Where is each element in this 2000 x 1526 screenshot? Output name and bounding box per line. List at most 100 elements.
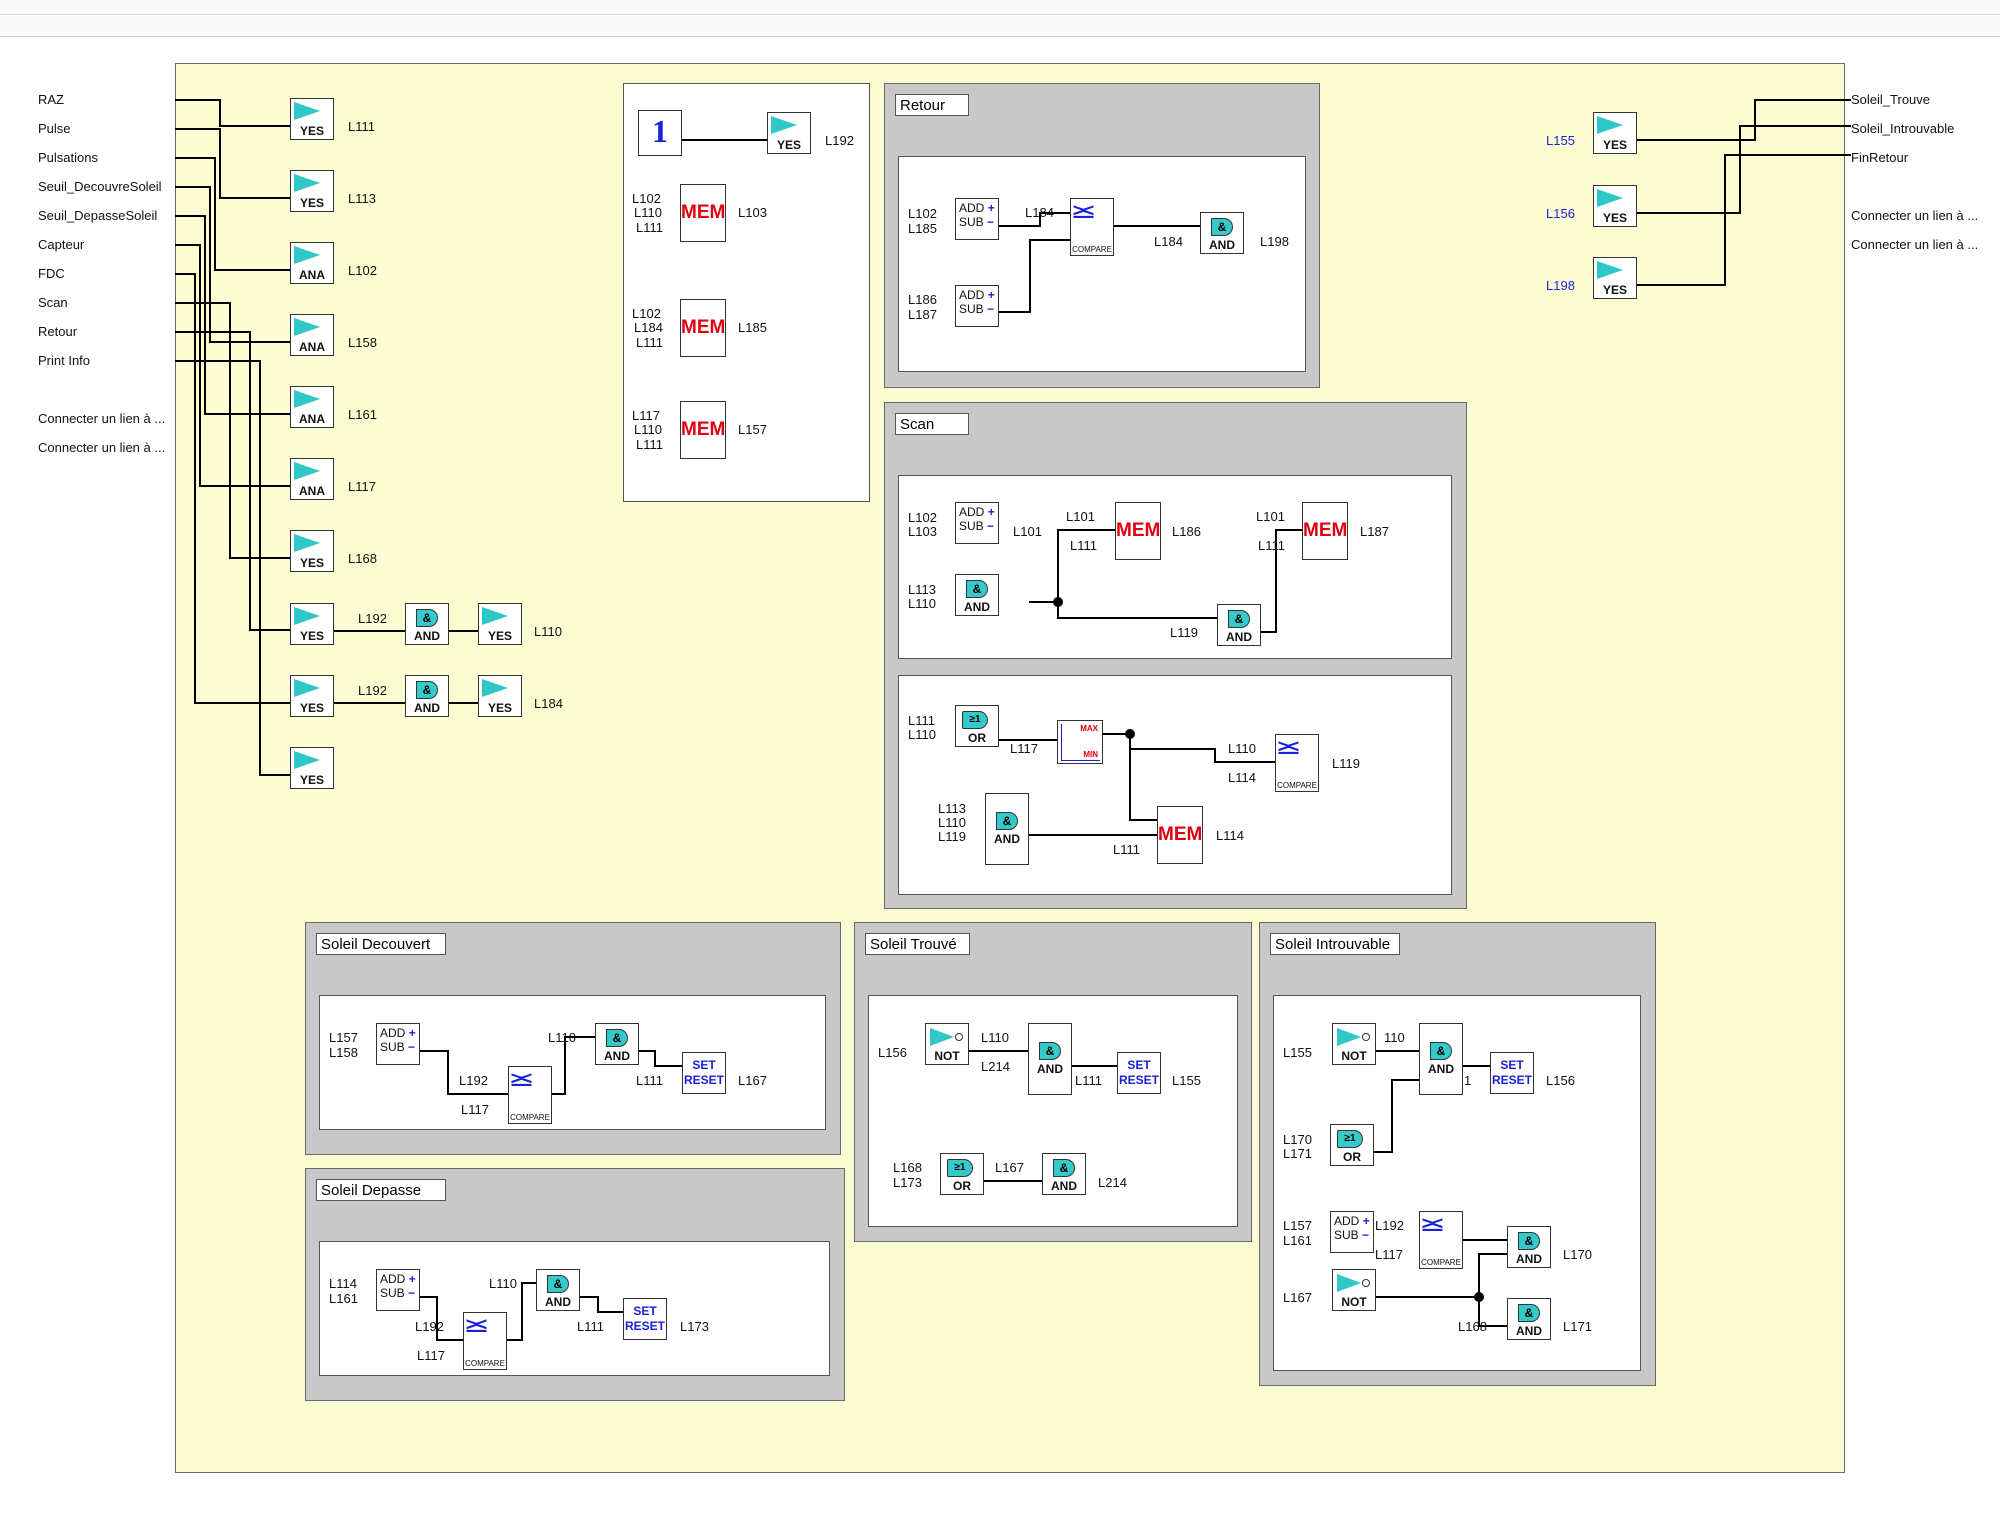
yes-block[interactable]: YES [767,112,811,154]
constant-one-block[interactable]: 1 [638,110,682,156]
wire-label: L102 [632,191,661,206]
wire-label: L185 [738,320,767,335]
input-print-info[interactable]: Print Info [38,353,91,368]
yes-block[interactable]: YES [290,170,334,212]
wire-label: L186 [908,292,937,307]
yes-block[interactable]: YES [478,675,522,717]
wire-label: L168 [348,551,377,566]
wire-label: L110 [634,422,662,437]
wire-label: L117 [632,408,660,423]
output-soleil-trouve[interactable]: Soleil_Trouve [1851,92,1931,107]
not-gate[interactable]: NOT [925,1023,969,1065]
wire-label: L167 [995,1160,1024,1175]
output-connect-link[interactable]: Connecter un lien à ... [1851,208,1979,223]
and-gate[interactable]: &AND [405,675,449,717]
mem-block[interactable]: MEM [680,184,726,242]
and-gate[interactable]: &AND [595,1023,639,1065]
ana-block[interactable]: ANA [290,242,334,284]
not-gate[interactable]: NOT [1332,1023,1376,1065]
input-pulsations[interactable]: Pulsations [38,150,98,165]
input-seuil-depasse[interactable]: Seuil_DepasseSoleil [38,208,158,223]
and-gate[interactable]: &AND [1507,1226,1551,1268]
add-sub-block[interactable]: ADD +SUB − [955,285,999,327]
ana-block[interactable]: ANA [290,458,334,500]
and-gate[interactable]: &AND [1200,212,1244,254]
input-raz[interactable]: RAZ [38,92,64,107]
input-capteur[interactable]: Capteur [38,237,85,252]
input-connect-link[interactable]: Connecter un lien à ... [38,440,166,455]
and-gate[interactable]: &AND [405,603,449,645]
and-gate[interactable]: &AND [1217,604,1261,646]
mem-block[interactable]: MEM [1157,806,1203,864]
mem-block[interactable]: MEM [680,299,726,357]
output-fin-retour[interactable]: FinRetour [1851,150,1909,165]
mem-block[interactable]: MEM [1302,502,1348,560]
yes-block[interactable]: YES [290,603,334,645]
wire-label: L110 [634,205,662,220]
panel-title: Soleil Depasse [316,1179,446,1201]
compare-block[interactable]: ≥≤COMPARE [463,1312,507,1370]
add-sub-block[interactable]: ADD +SUB − [1330,1211,1374,1253]
and-gate[interactable]: &AND [1419,1023,1463,1095]
and-gate[interactable]: &AND [1507,1298,1551,1340]
output-soleil-introuvable[interactable]: Soleil_Introuvable [1851,121,1955,136]
wire-label: L161 [1283,1233,1312,1248]
yes-block[interactable]: YES [290,98,334,140]
add-sub-block[interactable]: ADD +SUB − [955,198,999,240]
wire-label: L111 [348,119,375,134]
wire-label: L111 [636,437,663,452]
input-pulse[interactable]: Pulse [38,121,71,136]
and-gate[interactable]: &AND [1042,1153,1086,1195]
ana-block[interactable]: ANA [290,314,334,356]
yes-block[interactable]: YES [1593,112,1637,154]
wire-label: L111 [636,220,663,235]
and-gate[interactable]: &AND [955,574,999,616]
wire-label: L111 [908,713,935,728]
yes-block[interactable]: YES [290,675,334,717]
ana-block[interactable]: ANA [290,386,334,428]
compare-block[interactable]: ≥≤COMPARE [1419,1211,1463,1269]
add-sub-block[interactable]: ADD +SUB − [376,1023,420,1065]
wire-label: L111 [577,1319,604,1334]
yes-block[interactable]: YES [290,530,334,572]
yes-block[interactable]: YES [478,603,522,645]
input-connect-link[interactable]: Connecter un lien à ... [38,411,166,426]
input-retour[interactable]: Retour [38,324,78,339]
wire-label: L117 [417,1348,445,1363]
input-seuil-decouvre[interactable]: Seuil_DecouvreSoleil [38,179,162,194]
and-gate[interactable]: &AND [1028,1023,1072,1095]
compare-block[interactable]: ≥≤COMPARE [1070,198,1114,256]
wire-label: L192 [415,1319,444,1334]
and-gate[interactable]: &AND [536,1269,580,1311]
wire-label: L103 [738,205,767,220]
input-fdc[interactable]: FDC [38,266,65,281]
wire-label: L168 [893,1160,922,1175]
input-scan[interactable]: Scan [38,295,68,310]
wire-label: L167 [738,1073,767,1088]
wire-label: L119 [1332,756,1360,771]
wire-label: L110 [489,1276,517,1291]
yes-block[interactable]: YES [290,747,334,789]
not-gate[interactable]: NOT [1332,1269,1376,1311]
output-connect-link[interactable]: Connecter un lien à ... [1851,237,1979,252]
yes-block[interactable]: YES [1593,185,1637,227]
compare-block[interactable]: ≥≤COMPARE [1275,734,1319,792]
and-gate[interactable]: &AND [985,793,1029,865]
mem-block[interactable]: MEM [680,401,726,459]
add-sub-block[interactable]: ADD +SUB − [955,502,999,544]
wire-label: L171 [1563,1319,1592,1334]
compare-block[interactable]: ≥≤COMPARE [508,1066,552,1124]
mem-block[interactable]: MEM [1115,502,1161,560]
add-sub-block[interactable]: ADD +SUB − [376,1269,420,1311]
wire-label: L158 [329,1045,358,1060]
wire-label: L184 [1025,205,1054,220]
yes-block[interactable]: YES [1593,257,1637,299]
